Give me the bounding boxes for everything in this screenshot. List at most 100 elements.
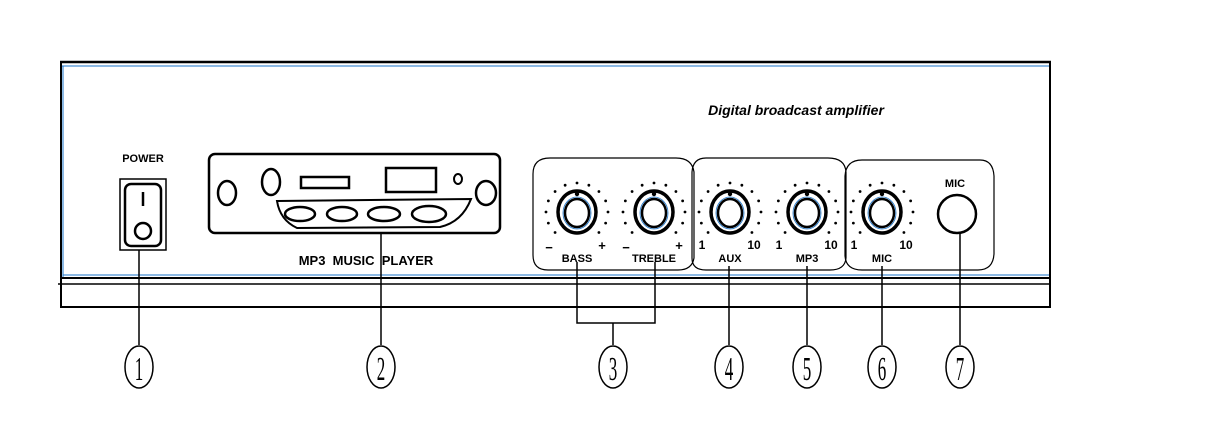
callout-5: 5 bbox=[792, 345, 822, 389]
dial-tick bbox=[909, 199, 913, 203]
knob-max-label: + bbox=[675, 238, 683, 253]
mic-jack[interactable]: MIC bbox=[936, 178, 978, 235]
knob-max-label: 10 bbox=[747, 238, 761, 252]
dial-tick bbox=[750, 231, 754, 234]
dial-tick bbox=[674, 190, 678, 193]
next-button[interactable] bbox=[366, 205, 402, 223]
mic-jack-label: MIC bbox=[945, 178, 965, 190]
mounting-hole-icon bbox=[474, 179, 498, 207]
knob-cap bbox=[640, 197, 668, 229]
dial-tick bbox=[759, 210, 763, 214]
display-window-icon bbox=[384, 166, 438, 194]
dial-tick bbox=[604, 221, 608, 225]
callout-7: 7 bbox=[945, 345, 975, 389]
knob-cap bbox=[563, 197, 591, 229]
callout-1: 1 bbox=[124, 345, 154, 389]
dial-tick bbox=[604, 199, 608, 203]
knob-name-label: BASS bbox=[562, 253, 593, 265]
ir-receiver-icon bbox=[453, 173, 463, 185]
dial-tick bbox=[699, 199, 703, 203]
dial-tick bbox=[683, 210, 687, 214]
dial-tick bbox=[902, 231, 906, 234]
tone-group-frame bbox=[532, 157, 695, 271]
knob-cap bbox=[868, 197, 896, 229]
knob-name-label: MP3 bbox=[796, 253, 819, 265]
dial-tick bbox=[640, 183, 644, 187]
dial-tick bbox=[793, 183, 797, 187]
dial-tick bbox=[827, 231, 831, 234]
callout-number: 2 bbox=[377, 350, 385, 388]
dial-tick bbox=[630, 190, 634, 193]
callout-number: 5 bbox=[803, 350, 811, 388]
mic-group-frame bbox=[844, 159, 995, 271]
mode-button[interactable] bbox=[410, 204, 448, 224]
callout-6: 6 bbox=[867, 345, 897, 389]
dial-tick bbox=[716, 183, 720, 187]
knob-min-label: 1 bbox=[776, 238, 783, 252]
knob-bass[interactable]: −+BASS bbox=[544, 181, 610, 265]
knob-outer-ring bbox=[633, 189, 675, 235]
dial-tick bbox=[827, 190, 831, 193]
dial-tick bbox=[892, 183, 896, 187]
dial-tick bbox=[563, 183, 567, 187]
knob-indicator-icon bbox=[727, 191, 733, 197]
knob-outer-ring bbox=[556, 189, 598, 235]
dial-tick bbox=[546, 199, 550, 203]
dial-tick bbox=[849, 210, 853, 214]
knob-name-label: MIC bbox=[872, 253, 892, 265]
callout-number: 3 bbox=[609, 350, 617, 388]
prev-button[interactable] bbox=[283, 205, 317, 223]
knob-min-label: − bbox=[622, 240, 630, 255]
dial-tick bbox=[706, 231, 710, 234]
dial-tick bbox=[740, 183, 744, 187]
callout-3: 3 bbox=[598, 345, 628, 389]
dial-tick bbox=[544, 210, 548, 214]
dial-tick bbox=[902, 190, 906, 193]
callout-number: 1 bbox=[135, 350, 143, 388]
dial-tick bbox=[858, 231, 862, 234]
dial-tick bbox=[750, 190, 754, 193]
dial-tick bbox=[776, 221, 780, 225]
knob-name-label: AUX bbox=[718, 253, 742, 265]
dial-tick bbox=[630, 231, 634, 234]
dial-tick bbox=[706, 190, 710, 193]
dial-tick bbox=[757, 199, 761, 203]
knob-name-label: TREBLE bbox=[632, 253, 676, 265]
dial-tick bbox=[664, 183, 668, 187]
dial-tick bbox=[697, 210, 701, 214]
dial-tick bbox=[836, 210, 840, 214]
knob-treble[interactable]: − +TREBLE bbox=[621, 181, 687, 265]
knob-cap bbox=[716, 197, 744, 229]
knob-min-label: 1 bbox=[851, 238, 858, 252]
callout-2: 2 bbox=[366, 345, 396, 389]
dial-tick bbox=[546, 221, 550, 225]
callout-leaders bbox=[138, 232, 961, 345]
dial-tick bbox=[880, 181, 884, 185]
play-pause-button[interactable] bbox=[325, 205, 359, 223]
dial-tick bbox=[868, 183, 872, 187]
dial-tick bbox=[911, 210, 915, 214]
dial-tick bbox=[805, 181, 809, 185]
dial-tick bbox=[858, 190, 862, 193]
knob-indicator-icon bbox=[879, 191, 885, 197]
callout-4: 4 bbox=[714, 345, 744, 389]
power-rocker[interactable] bbox=[123, 182, 163, 248]
dial-tick bbox=[728, 181, 732, 185]
chassis bbox=[58, 60, 1051, 308]
panel-title: Digital broadcast amplifier bbox=[708, 102, 885, 118]
knob-min-label: 1 bbox=[699, 238, 706, 252]
power-switch[interactable]: POWER bbox=[119, 153, 167, 251]
volume-group-frame bbox=[691, 157, 847, 271]
dial-tick bbox=[587, 183, 591, 187]
knob-max-label: + bbox=[598, 238, 606, 253]
knob-outer-ring bbox=[786, 189, 828, 235]
dial-tick bbox=[553, 190, 557, 193]
dial-tick bbox=[597, 231, 601, 234]
power-off-symbol-icon bbox=[133, 221, 153, 241]
dial-tick bbox=[623, 221, 627, 225]
dial-tick bbox=[783, 190, 787, 193]
sd-card-slot-icon bbox=[299, 175, 351, 190]
